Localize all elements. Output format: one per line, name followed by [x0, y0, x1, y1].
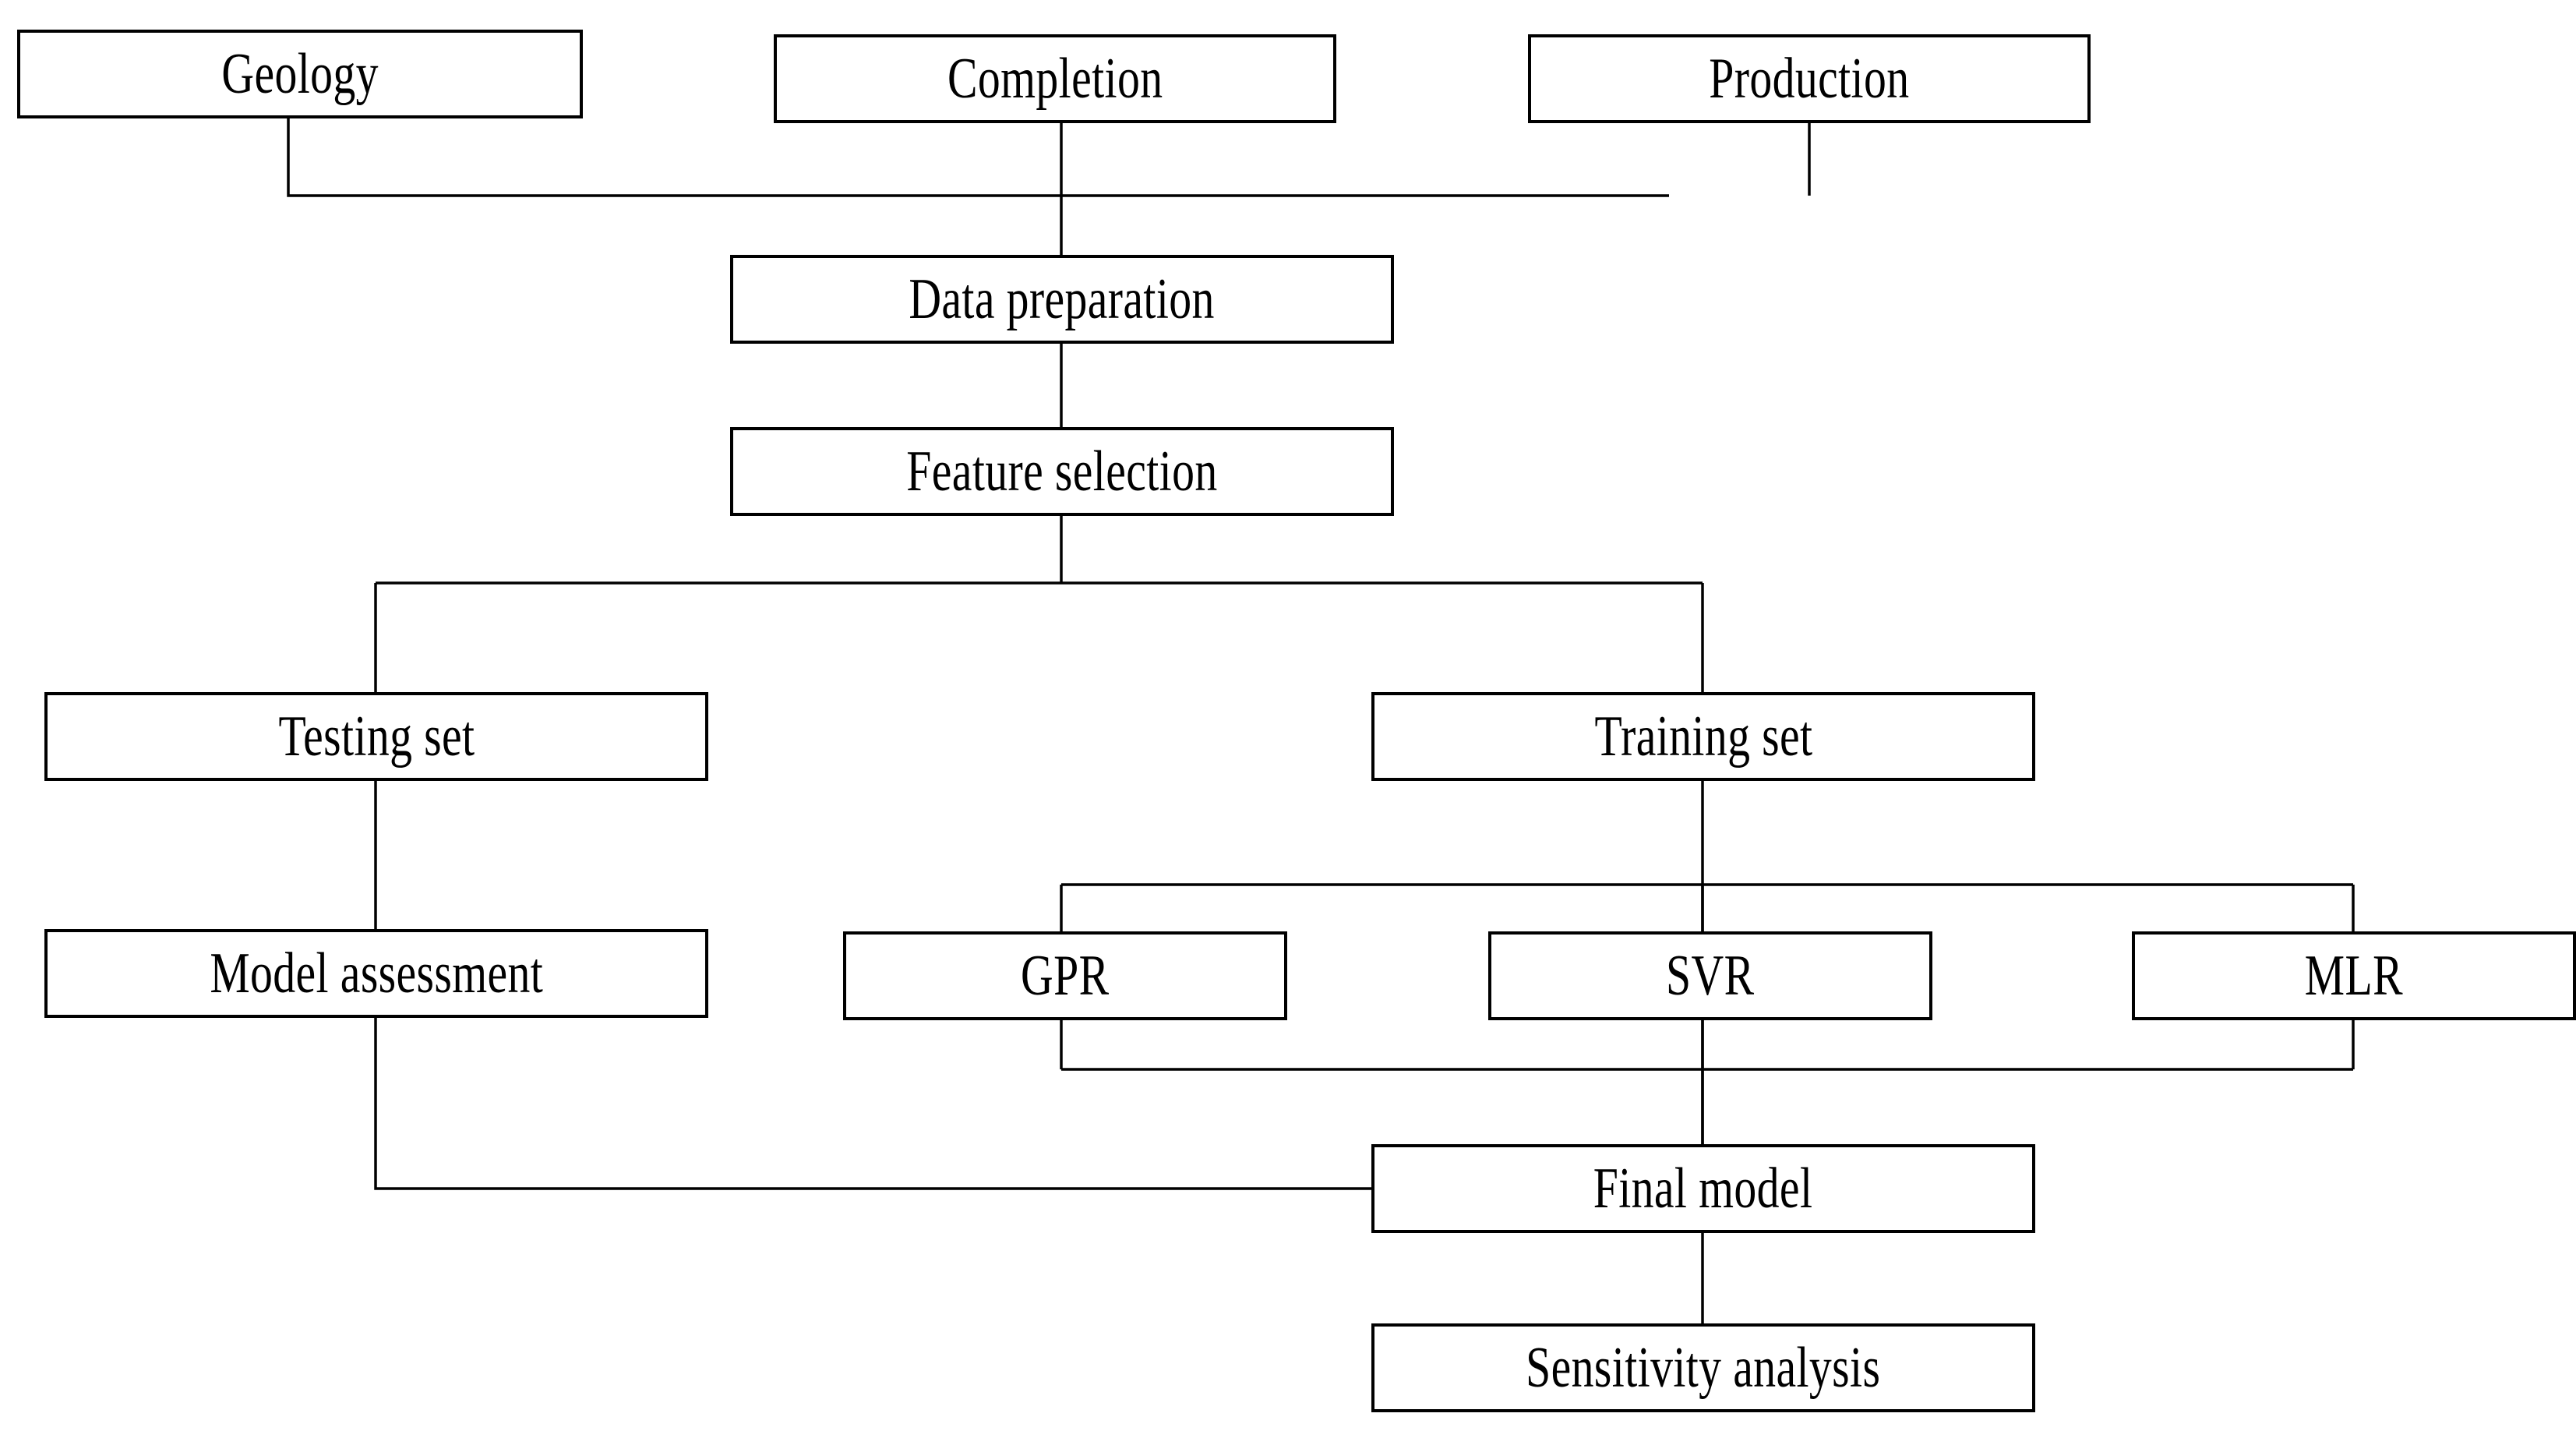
node-model-assessment-label: Model assessment	[210, 942, 543, 1005]
node-model-assessment[interactable]: Model assessment	[44, 929, 708, 1018]
node-training-set[interactable]: Training set	[1371, 692, 2035, 781]
connector-geology-to-bus	[287, 118, 1669, 197]
node-geology[interactable]: Geology	[17, 30, 583, 118]
node-final-model[interactable]: Final model	[1371, 1144, 2035, 1233]
node-gpr-label: GPR	[1021, 944, 1110, 1008]
node-final-model-label: Final model	[1593, 1157, 1813, 1221]
node-gpr[interactable]: GPR	[843, 931, 1287, 1020]
node-completion-label: Completion	[947, 47, 1163, 111]
connector-modelassess-to-final	[374, 1018, 1371, 1190]
node-testing-set-label: Testing set	[278, 705, 475, 768]
node-testing-set[interactable]: Testing set	[44, 692, 708, 781]
node-production-label: Production	[1709, 47, 1910, 111]
node-mlr-label: MLR	[2304, 944, 2404, 1008]
node-svr[interactable]: SVR	[1488, 931, 1932, 1020]
node-production[interactable]: Production	[1528, 34, 2091, 123]
node-sensitivity-analysis[interactable]: Sensitivity analysis	[1371, 1323, 2035, 1412]
node-svr-label: SVR	[1666, 944, 1755, 1008]
node-mlr[interactable]: MLR	[2132, 931, 2576, 1020]
node-feature-selection[interactable]: Feature selection	[730, 427, 1394, 516]
node-geology-label: Geology	[221, 42, 379, 106]
node-feature-selection-label: Feature selection	[906, 440, 1218, 503]
node-sensitivity-analysis-label: Sensitivity analysis	[1526, 1336, 1881, 1400]
node-data-preparation-label: Data preparation	[909, 267, 1216, 331]
node-data-preparation[interactable]: Data preparation	[730, 255, 1394, 344]
node-completion[interactable]: Completion	[774, 34, 1336, 123]
node-training-set-label: Training set	[1594, 705, 1812, 768]
